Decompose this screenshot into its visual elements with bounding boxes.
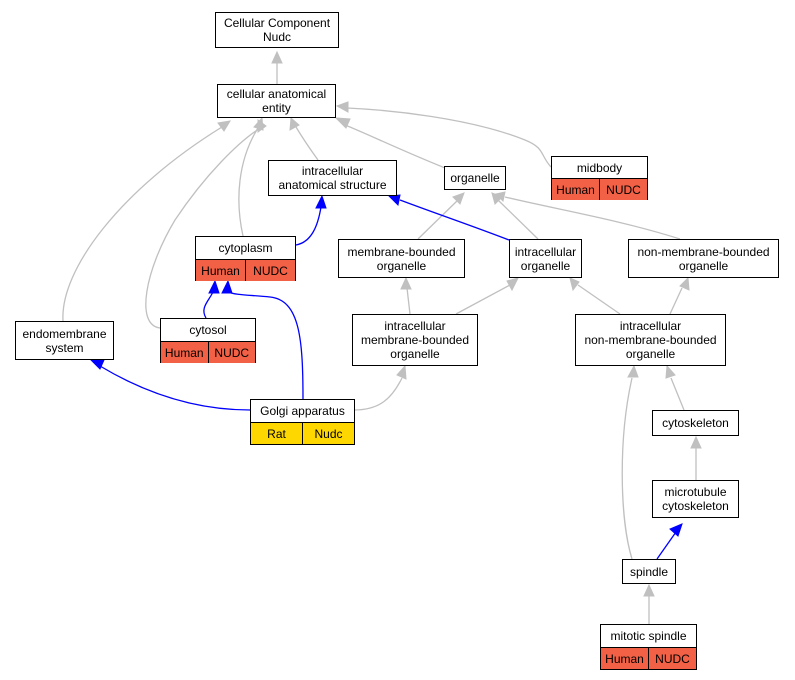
arrow-cae-b <box>334 117 351 129</box>
node-title: intracellular organelle <box>514 244 577 273</box>
arrow-io-b <box>569 277 580 292</box>
species-label: Human <box>601 648 648 669</box>
node-intracellular-anatomical-structure[interactable]: intracellular anatomical structure <box>268 160 397 196</box>
node-spindle[interactable]: spindle <box>622 559 676 584</box>
node-title: organelle <box>450 171 500 185</box>
edge-ias-to-cae <box>295 126 319 161</box>
node-cytoplasm[interactable]: cytoplasm Human NUDC <box>195 236 296 281</box>
arrow-endo <box>89 359 105 370</box>
edge-organelle-to-cae <box>344 124 451 171</box>
arrow-cae-a <box>289 116 300 131</box>
arrow-imbo <box>396 364 407 380</box>
arrow-ias-a <box>315 194 327 209</box>
node-title: mitotic spindle <box>610 629 687 643</box>
node-title: cytosol <box>189 323 227 337</box>
edge-mbo-to-organelle <box>417 199 459 240</box>
gene-label: NUDC <box>648 648 696 669</box>
edge-golgi-to-imbo <box>353 377 403 411</box>
edge-cytoplasm-to-cae <box>238 127 259 237</box>
arrow-spindle <box>643 583 655 597</box>
arrow-cytoskeleton <box>690 435 702 449</box>
annotation-row: Human NUDC <box>601 647 696 669</box>
arrow-cytoplasm-a <box>208 279 220 294</box>
arrow-mbo <box>400 276 412 290</box>
node-title: non-membrane-bounded organelle <box>637 244 770 273</box>
node-title: spindle <box>629 564 669 579</box>
node-title: membrane-bounded organelle <box>347 244 456 273</box>
node-title: cytoplasm <box>218 241 273 255</box>
arrow-cae-e <box>257 119 267 133</box>
arrow-inmbo-a <box>665 364 676 379</box>
node-title: microtubule cytoskeleton <box>662 485 729 513</box>
edge-cytosol-part-of-cytoplasm <box>203 291 214 319</box>
arrow-io-a <box>506 277 519 292</box>
annotation-row: Human NUDC <box>552 178 647 200</box>
node-title: Cellular Component Nudc <box>223 16 331 44</box>
edge-golgi-part-of-cytoplasm <box>227 291 304 401</box>
node-endomembrane-system[interactable]: endomembrane system <box>15 321 114 360</box>
node-mitotic-spindle[interactable]: mitotic spindle Human NUDC <box>600 624 697 670</box>
node-title: intracellular anatomical structure <box>278 164 387 192</box>
gene-label: NUDC <box>599 179 647 200</box>
edge-cytosol-to-cae <box>145 126 263 329</box>
species-label: Human <box>196 260 245 281</box>
arrow-cae-f <box>217 120 231 132</box>
annotation-row: Rat Nudc <box>251 422 354 444</box>
annotation-row: Human NUDC <box>161 341 255 363</box>
edge-cytoskeleton-to-inmbo <box>670 377 685 411</box>
arrow-inmbo-b <box>627 364 639 378</box>
edge-io-part-of-ias <box>399 199 510 241</box>
edge-io-to-organelle <box>497 199 539 240</box>
node-cellular-component[interactable]: Cellular Component Nudc <box>215 12 339 48</box>
node-cytoskeleton[interactable]: cytoskeleton <box>652 410 739 436</box>
arrow-ias-b <box>387 194 401 207</box>
arrow-nmbo <box>679 276 690 291</box>
edge-imbo-to-io <box>455 284 511 315</box>
edge-inmbo-to-nmbo <box>669 287 683 315</box>
node-title: Golgi apparatus <box>260 404 345 418</box>
node-intracellular-non-membrane-bounded-organelle[interactable]: intracellular non-membrane-bounded organ… <box>575 314 726 366</box>
node-title: cellular anatomical entity <box>226 87 327 115</box>
edge-imbo-to-mbo <box>406 287 411 315</box>
edge-midbody-to-cae <box>346 107 552 168</box>
species-label: Human <box>161 342 208 363</box>
node-intracellular-membrane-bounded-organelle[interactable]: intracellular membrane-bounded organelle <box>352 314 478 366</box>
node-intracellular-organelle[interactable]: intracellular organelle <box>509 239 582 278</box>
gene-label: NUDC <box>245 260 295 281</box>
node-organelle[interactable]: organelle <box>444 166 506 190</box>
node-cellular-anatomical-entity[interactable]: cellular anatomical entity <box>217 84 336 118</box>
edge-golgi-part-of-endo <box>99 365 251 411</box>
edge-cytoplasm-part-of-ias <box>295 206 322 246</box>
edge-spindle-part-of-mtc <box>656 531 677 560</box>
arrow-mtc <box>669 523 683 537</box>
node-title: cytoskeleton <box>662 416 729 430</box>
node-non-membrane-bounded-organelle[interactable]: non-membrane-bounded organelle <box>628 239 779 278</box>
arrow-organelle-c <box>495 191 506 202</box>
node-cytosol[interactable]: cytosol Human NUDC <box>160 318 256 363</box>
edge-nmbo-to-organelle <box>504 196 681 240</box>
arrow-root <box>271 50 283 64</box>
annotation-row: Human NUDC <box>196 259 295 281</box>
node-title: intracellular non-membrane-bounded organ… <box>584 319 717 361</box>
node-golgi-apparatus[interactable]: Golgi apparatus Rat Nudc <box>250 399 355 445</box>
node-title: midbody <box>576 160 623 175</box>
node-title: intracellular membrane-bounded organelle <box>360 319 470 361</box>
edge-spindle-to-inmbo <box>621 377 633 560</box>
species-label: Rat <box>251 423 302 444</box>
arrow-cytoplasm-b <box>221 279 233 294</box>
edge-inmbo-to-io <box>577 284 621 315</box>
node-microtubule-cytoskeleton[interactable]: microtubule cytoskeleton <box>652 480 739 518</box>
node-title: endomembrane system <box>22 326 107 355</box>
edge-endo-to-cae <box>62 126 223 322</box>
gene-label: NUDC <box>207 342 255 363</box>
node-midbody[interactable]: midbody Human NUDC <box>551 156 648 200</box>
species-label: Human <box>552 179 599 200</box>
node-membrane-bounded-organelle[interactable]: membrane-bounded organelle <box>338 239 465 278</box>
arrow-cae-c <box>335 101 349 113</box>
gene-label: Nudc <box>302 423 354 444</box>
arrow-organelle-a <box>452 192 465 205</box>
